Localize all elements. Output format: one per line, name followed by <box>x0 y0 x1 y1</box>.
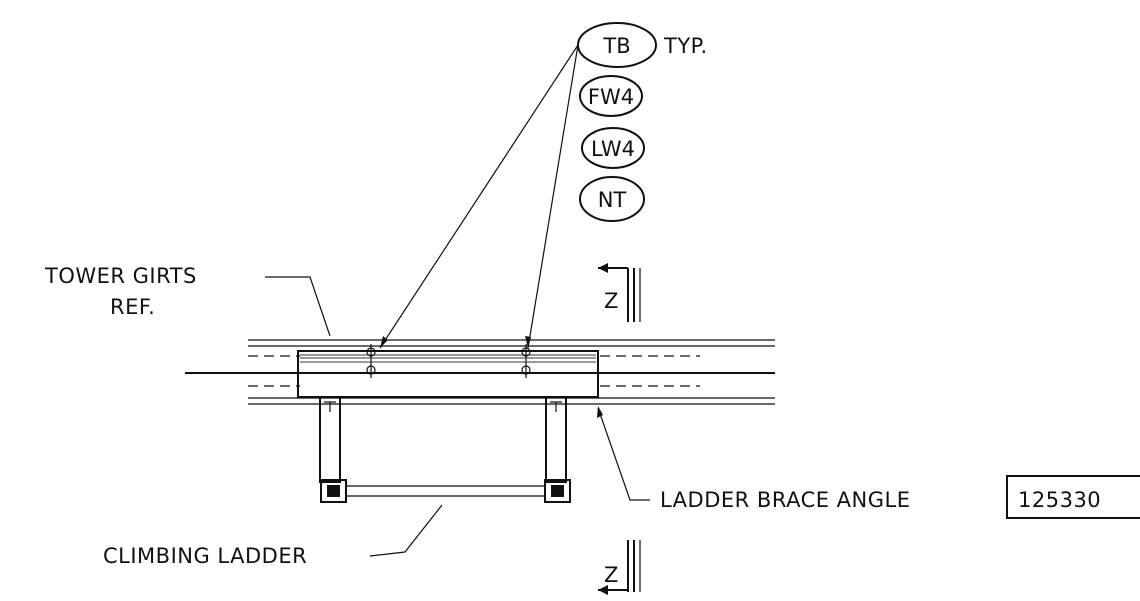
callout-fw4-label: FW4 <box>588 85 634 109</box>
leader-line-left-bolt <box>379 44 579 349</box>
callout-tb-label: TB <box>602 34 630 58</box>
section-label-top: Z <box>604 289 619 313</box>
ladder-brace-angle-label: LADDER BRACE ANGLE <box>660 488 911 512</box>
part-number-box <box>1006 475 1140 519</box>
ladder-rung <box>320 479 571 503</box>
arrowhead-icon <box>525 336 531 348</box>
section-marker-bottom: Z <box>598 540 641 595</box>
leader-line-climbing-ladder <box>369 504 443 557</box>
callout-fw4: FW4 <box>579 75 643 117</box>
tower-girt <box>185 339 775 405</box>
callout-lw4: LW4 <box>581 127 645 169</box>
arrowhead-icon <box>380 336 388 348</box>
ladder-rail-right <box>545 396 567 483</box>
leader-line-right-bolt <box>527 44 579 349</box>
callout-nt-label: NT <box>598 188 627 212</box>
arrowhead-icon <box>597 406 603 418</box>
bolt-right <box>521 344 531 378</box>
section-arrow-icon <box>598 585 608 595</box>
section-marker-top: Z <box>598 263 641 322</box>
tower-girts-label: TOWER GIRTS <box>44 264 197 288</box>
bolt-left <box>366 344 376 378</box>
tower-girts-ref-label: REF. <box>110 295 155 319</box>
section-label-bottom: Z <box>604 563 619 587</box>
callout-lw4-label: LW4 <box>591 137 635 161</box>
leader-line-ladder-brace-angle <box>597 407 650 501</box>
callout-tb-note: TYP. <box>663 34 708 58</box>
ladder-brace-angle <box>297 350 599 398</box>
climbing-ladder-label: CLIMBING LADDER <box>103 544 307 568</box>
callout-tb: TB TYP. <box>577 22 708 68</box>
ladder-rail-left <box>319 396 341 483</box>
part-number: 125330 <box>1018 488 1101 512</box>
callout-nt: NT <box>579 176 645 222</box>
leader-line-tower-girts <box>265 276 331 337</box>
section-arrow-icon <box>598 263 608 273</box>
